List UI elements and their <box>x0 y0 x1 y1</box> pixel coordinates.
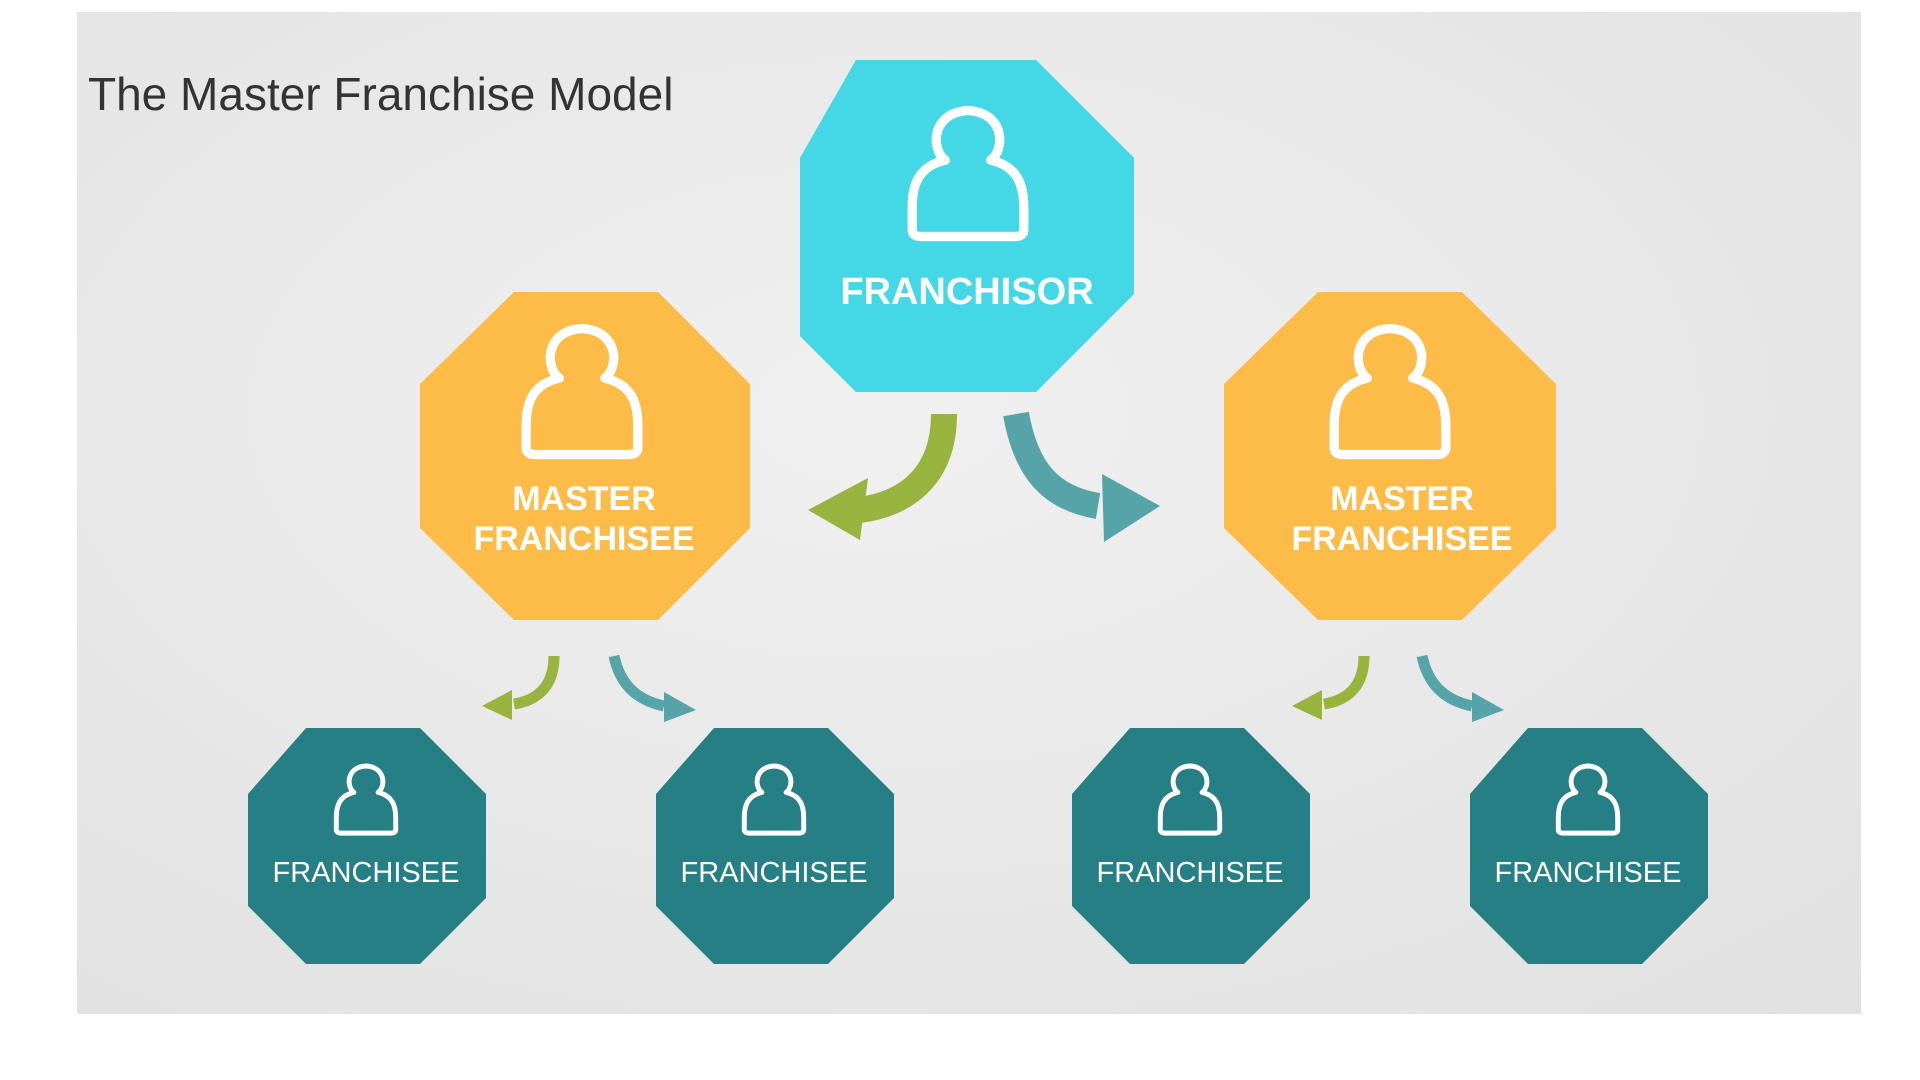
arrow-franchisor-to-master-right <box>1003 411 1160 542</box>
master-left-label-line2: FRANCHISEE <box>473 520 694 558</box>
node-franchisee-1: FRANCHISEE <box>248 728 486 964</box>
arrow-master-left-to-franchisee-1 <box>482 655 560 720</box>
franchisee-2-octagon <box>656 728 894 964</box>
node-franchisee-3: FRANCHISEE <box>1072 728 1310 964</box>
node-franchisor: FRANCHISOR <box>800 60 1134 392</box>
node-master-franchisee-right: MASTER FRANCHISEE <box>1224 292 1556 620</box>
arrow-master-left-to-franchisee-2 <box>608 654 696 722</box>
franchisee-2-label: FRANCHISEE <box>681 857 868 889</box>
master-left-label-line1: MASTER <box>512 480 656 518</box>
franchisee-3-label: FRANCHISEE <box>1097 857 1284 889</box>
arrow-master-right-to-franchisee-4 <box>1416 654 1504 722</box>
franchisor-label: FRANCHISOR <box>840 271 1093 313</box>
node-franchisee-2: FRANCHISEE <box>656 728 894 964</box>
node-master-franchisee-left: MASTER FRANCHISEE <box>420 292 750 620</box>
franchisee-1-octagon <box>248 728 486 964</box>
diagram-title: The Master Franchise Model <box>88 68 673 120</box>
franchisee-1-label: FRANCHISEE <box>273 857 460 889</box>
master-right-label-line1: MASTER <box>1330 480 1474 518</box>
arrow-master-right-to-franchisee-3 <box>1292 655 1370 720</box>
arrow-franchisor-to-master-left <box>808 413 957 540</box>
franchisee-3-octagon <box>1072 728 1310 964</box>
node-franchisee-4: FRANCHISEE <box>1470 728 1708 964</box>
master-right-label-line2: FRANCHISEE <box>1291 520 1512 558</box>
franchisee-4-label: FRANCHISEE <box>1495 857 1682 889</box>
franchisee-4-octagon <box>1470 728 1708 964</box>
